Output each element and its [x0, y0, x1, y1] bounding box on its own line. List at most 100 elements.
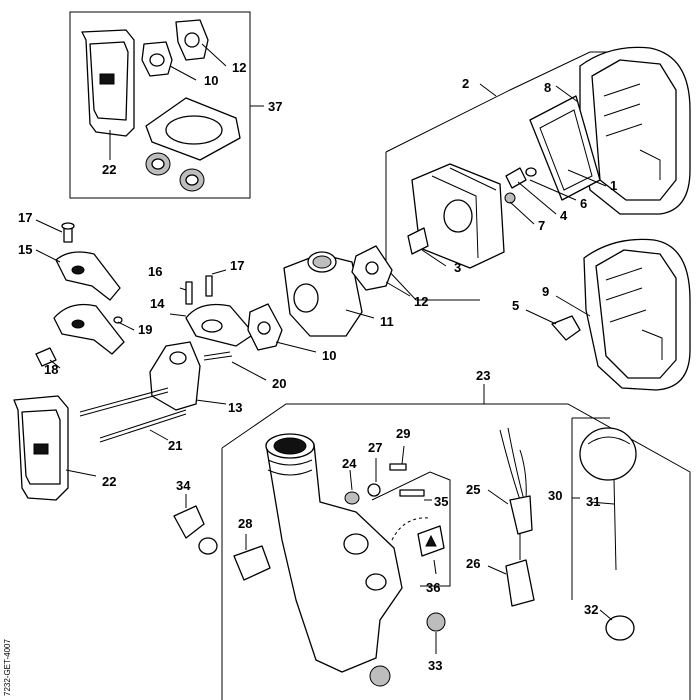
- leader-10-carb: [275, 341, 317, 353]
- fuel-cap-31: [579, 427, 637, 481]
- callout-30: 30: [548, 488, 562, 503]
- leader-24: [349, 469, 353, 491]
- callout-26: 26: [466, 556, 480, 571]
- leader-10-top: [169, 65, 197, 81]
- callout-14: 14: [150, 296, 165, 311]
- fuel-line-25: [499, 427, 525, 501]
- leader-19: [117, 321, 135, 331]
- gasket-10-carb-hole: [257, 321, 271, 335]
- seal-right-hole: [185, 174, 199, 186]
- leader-18: [49, 359, 61, 369]
- leader-17-left: [35, 219, 63, 233]
- callout-25: 25: [466, 482, 480, 497]
- grommet-34: [173, 505, 205, 539]
- leader-32: [599, 609, 613, 621]
- callout-4: 4: [560, 208, 568, 223]
- bracket-15-hole: [71, 265, 85, 275]
- leader-17-mid: [211, 269, 227, 275]
- bracket-group: [35, 219, 135, 369]
- bracket-13-hole: [169, 351, 187, 365]
- leader-29: [401, 445, 405, 465]
- fuel-fitting: [509, 495, 533, 535]
- leader-31: [589, 501, 615, 505]
- heat-shield-slot: [99, 73, 115, 85]
- screw-17-mid: [205, 275, 213, 297]
- callout-28: 28: [238, 516, 252, 531]
- callout-23: 23: [476, 368, 490, 383]
- filter-element-part: [529, 95, 601, 201]
- cap-retainer-32: [605, 615, 635, 641]
- grommet-34-plug: [198, 537, 218, 555]
- callout-17-left: 17: [18, 210, 32, 225]
- leader-21: [149, 429, 169, 441]
- bolt-20-edge: [203, 355, 233, 361]
- grommet-28: [233, 545, 271, 581]
- bolt-long-a-edge: [79, 391, 169, 417]
- bushing-27: [367, 483, 381, 497]
- fuel-cap-grip: [587, 436, 631, 445]
- leader-1: [567, 169, 607, 187]
- callout-36: 36: [426, 580, 440, 595]
- leader-6: [529, 179, 577, 201]
- carburetor-group: [247, 245, 411, 353]
- leader-12-top: [201, 43, 227, 67]
- bolt-long-a: [79, 387, 169, 413]
- callout-8: 8: [544, 80, 551, 95]
- bolt-21-edge: [99, 413, 187, 443]
- drawing-code: 7232-GET-4007: [3, 639, 12, 696]
- leader-11: [345, 309, 375, 319]
- callout-labels: 2 8 1 6 4 7 3 9 5 10 12 37 22 17 15 19 1…: [3, 60, 617, 696]
- leader-12-carb: [385, 281, 411, 297]
- filter-cover-inner: [591, 59, 677, 201]
- screw-16: [185, 281, 193, 305]
- callout-33: 33: [428, 658, 442, 673]
- grommet-bottom: [369, 665, 391, 687]
- callout-34: 34: [176, 478, 191, 493]
- leader-22-left: [65, 469, 97, 477]
- leader-25: [487, 489, 509, 505]
- callout-32: 32: [584, 602, 598, 617]
- kit-box-frame: [69, 11, 251, 199]
- manifold-14-port: [201, 319, 223, 333]
- callout-29: 29: [396, 426, 410, 441]
- callout-5: 5: [512, 298, 519, 313]
- tank-box-frame: [221, 403, 691, 700]
- choke-lever-3: [407, 227, 429, 255]
- leader-15: [35, 249, 61, 263]
- callout-1: 1: [610, 178, 617, 193]
- callout-10-carb: 10: [322, 348, 336, 363]
- leader-5: [525, 309, 557, 325]
- fuel-tank-port: [343, 533, 369, 555]
- screw-18: [35, 347, 57, 367]
- bracket-19: [53, 303, 125, 355]
- label-placement-arrow: [391, 517, 431, 541]
- intake-group: [13, 269, 267, 501]
- callout-12-carb: 12: [414, 294, 428, 309]
- washer-6: [525, 167, 537, 177]
- callout-22-left: 22: [102, 474, 116, 489]
- bolt-21: [99, 409, 187, 439]
- bolt-20: [203, 351, 231, 357]
- fuel-tank-neck-opening: [273, 437, 307, 455]
- cap-box-frame: [571, 417, 610, 600]
- leader-8: [555, 85, 579, 103]
- carb-box-port: [443, 199, 473, 233]
- latch-5: [551, 315, 581, 341]
- callout-24: 24: [342, 456, 357, 471]
- fuel-tank-part: [265, 435, 403, 673]
- callout-17-mid: 17: [230, 258, 244, 273]
- fuel-tank-threads: [267, 459, 313, 476]
- warning-icon: [425, 534, 437, 547]
- valve-box-frame: [371, 471, 451, 587]
- leader-4: [517, 181, 557, 215]
- gasket-12-hole: [184, 32, 200, 48]
- leader-9: [555, 295, 591, 317]
- washer-19: [113, 316, 123, 324]
- callout-10-top: 10: [204, 73, 218, 88]
- nut-7: [504, 192, 516, 204]
- callout-18: 18: [44, 362, 58, 377]
- cylinder-gasket-bore: [165, 115, 223, 145]
- callout-19: 19: [138, 322, 152, 337]
- leader-20: [231, 361, 267, 381]
